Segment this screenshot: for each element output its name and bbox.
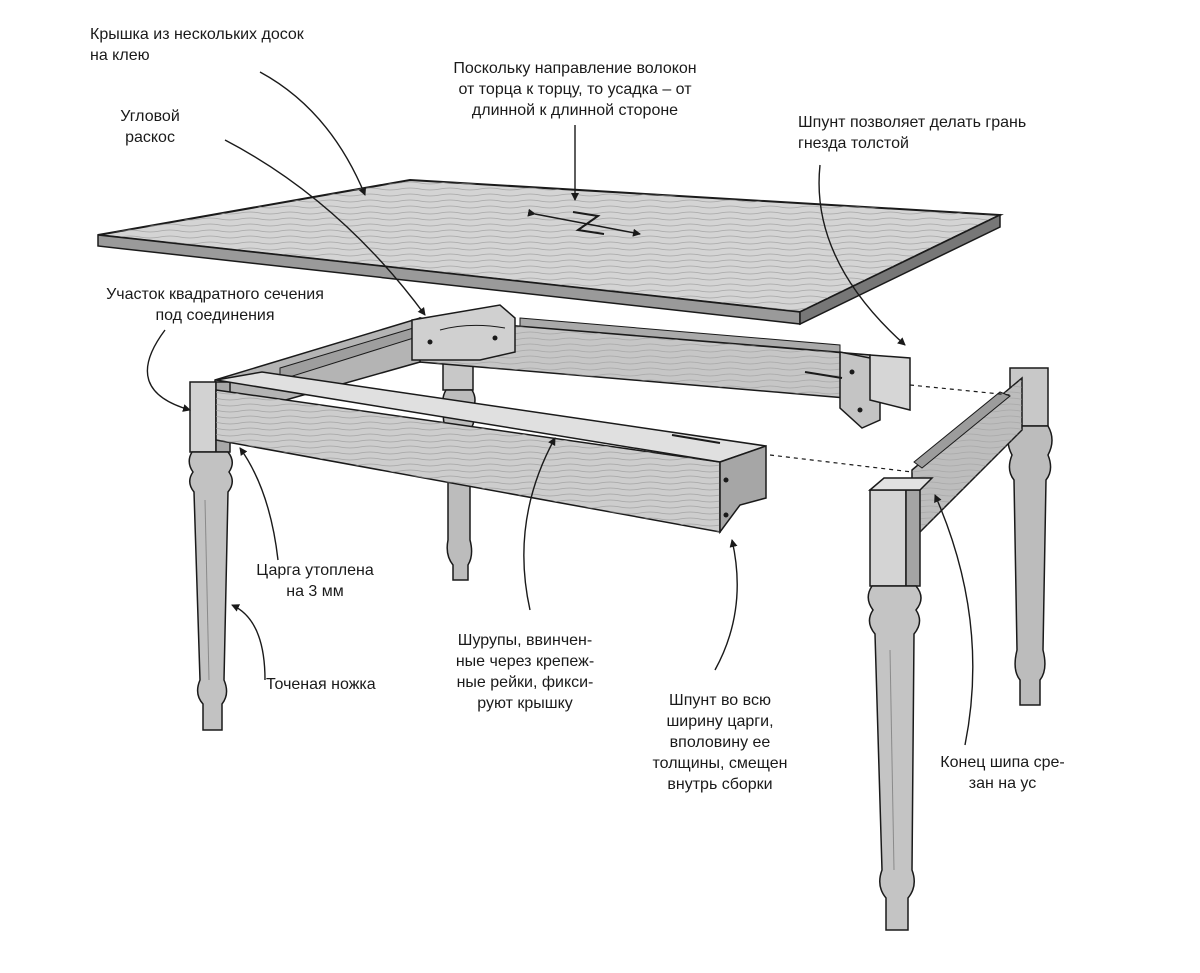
label-corner-brace: Угловой раскос xyxy=(120,108,180,146)
label-tabletop: Крышка из нескольких досок на клею xyxy=(90,26,304,64)
front-left-leg xyxy=(188,381,233,731)
right-side-apron xyxy=(911,376,1023,542)
label-tenon-end: Конец шипа сре- зан на ус xyxy=(940,754,1065,792)
label-groove-full: Шпунт во всю ширину царги, вполовину ее … xyxy=(652,692,788,793)
back-apron xyxy=(419,317,871,401)
front-apron xyxy=(215,371,767,535)
right-corner-brace xyxy=(804,351,911,429)
label-groove-thick: Шпунт позволяет делать грань гнезда толс… xyxy=(798,114,1027,152)
label-screws: Шурупы, ввинчен- ные через крепеж- ные р… xyxy=(455,632,595,712)
label-turned-leg: Точеная ножка xyxy=(266,676,376,693)
front-right-leg xyxy=(867,477,934,931)
corner-brace xyxy=(411,304,516,361)
tabletop xyxy=(97,178,1004,326)
label-square-section: Участок квадратного сечения под соединен… xyxy=(106,286,324,324)
label-apron-recessed: Царга утоплена на 3 мм xyxy=(256,562,374,600)
label-grain-direction: Поскольку направление волокон от торца к… xyxy=(453,60,697,119)
alignment-lines xyxy=(769,384,1011,473)
grain-direction-arrow xyxy=(527,208,641,237)
leader-lines xyxy=(146,71,974,746)
